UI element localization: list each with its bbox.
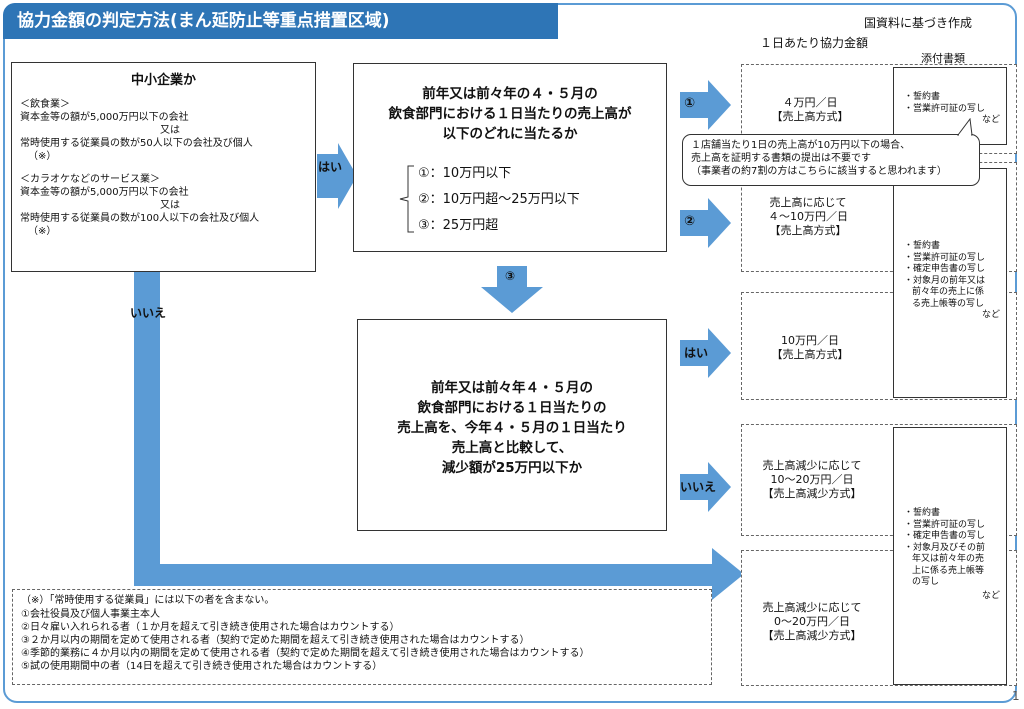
result-method: 【売上高減少方式】	[762, 487, 862, 500]
sme-line: 資本金等の額が5,000万円以下の会社	[20, 112, 189, 123]
q2-line: 売上高と比較して、	[451, 440, 573, 456]
sme-question-box: 中小企業か ＜飲食業＞ 資本金等の額が5,000万円以下の会社 又は 常時使用す…	[11, 62, 316, 272]
footnote-item: ⑤試の使用期間中の者（14日を超えて引き続き使用された場合はカウントする）	[21, 661, 383, 672]
result-method: 【売上高方式】	[771, 348, 849, 361]
q1-brace	[399, 165, 414, 233]
result-method: 【売上高方式】	[771, 110, 849, 123]
attachment-item: など	[981, 115, 1000, 125]
circle1-arrow	[680, 80, 731, 130]
sme-line: 資本金等の額が5,000万円以下の会社	[20, 187, 189, 198]
yes-arrow	[317, 143, 357, 209]
result-1: ４万円／日 【売上高方式】	[760, 96, 860, 124]
q2-line: 減少額が25万円以下か	[441, 460, 583, 476]
attachment-item: など	[981, 590, 1000, 601]
attachment-item: ・営業許可証の写し	[904, 103, 986, 114]
attachment-item: 年又は前々年の売	[912, 554, 985, 564]
attachment-item: 上に係る売上帳等	[912, 565, 985, 576]
result-amount: ４万円／日	[782, 96, 838, 109]
q1-option: ②：10万円超～25万円以下	[418, 192, 580, 207]
q1-line: 飲食部門における１日当たりの売上高が	[388, 106, 632, 122]
page-title: 協力金額の判定方法(まん延防止等重点措置区域)	[3, 3, 558, 39]
result-3: 10万円／日 【売上高方式】	[760, 334, 860, 362]
q2-line: 飲食部門における１日当たりの	[417, 400, 607, 416]
no-path-arrow	[134, 272, 744, 600]
sme-line: 常時使用する従業員の数が100人以下の会社及び個人	[20, 213, 260, 224]
attachment-item: ・対象月の前年又は	[904, 275, 986, 286]
footnote-item: ④季節的業務に４か月以内の期間を定めて使用される者（契約で定めた期間を超えて引き…	[21, 648, 590, 659]
callout-note: １店舗当たり1日の売上高が10万円以下の場合、 売上高を証明する書類の提出は不要…	[682, 134, 980, 186]
attachment-item: ・営業許可証の写し	[904, 519, 986, 530]
daily-amount-header: １日あたり協力金額	[760, 36, 869, 50]
sme-line: ＜カラオケなどのサービス業＞	[20, 174, 160, 185]
attachment-item: の写し	[912, 577, 940, 587]
callout-pointer	[957, 118, 973, 136]
callout-line: １店舗当たり1日の売上高が10万円以下の場合、	[691, 140, 911, 151]
attachments-box-3: ・誓約書 ・営業許可証の写し ・確定申告書の写し ・対象月及びその前 年又は前々…	[893, 427, 1007, 685]
result-2: 売上高に応じて ４～10万円／日 【売上高方式】	[748, 196, 868, 238]
q1-line: 以下のどれに当たるか	[442, 126, 578, 142]
attachment-item: 前々年の売上に係	[912, 287, 985, 297]
result-method: 【売上高減少方式】	[762, 629, 862, 642]
sme-line: （※）	[28, 151, 57, 162]
attachment-item: ・誓約書	[904, 92, 941, 102]
sme-line: ＜飲食業＞	[20, 99, 70, 110]
q1-option: ①：10万円以下	[418, 166, 512, 181]
q1-line: 前年又は前々年の４・５月の	[422, 86, 598, 102]
attachment-item: ・対象月及びその前	[904, 542, 986, 553]
no2-arrow	[680, 462, 731, 512]
callout-line: 売上高を証明する書類の提出は不要です	[691, 153, 871, 164]
q2-box: 前年又は前々年４・５月の 飲食部門における１日当たりの 売上高を、今年４・５月の…	[357, 319, 667, 531]
yes2-arrow	[680, 328, 731, 378]
attachments-header: 添付書類	[921, 52, 965, 65]
no2-label: いいえ	[680, 480, 717, 494]
circle3-label: ③	[505, 269, 516, 283]
attachment-item: ・誓約書	[904, 241, 941, 251]
footnote-heading: （※）「常時使用する従業員」には以下の者を含まない。	[21, 595, 275, 606]
circle1-label: ①	[684, 96, 696, 111]
footnote-item: ①会社役員及び個人事業主本人	[21, 609, 160, 620]
sme-heading: 中小企業か	[130, 73, 196, 88]
result-amount: 10～20万円／日	[770, 473, 854, 486]
result-amount: 0～20万円／日	[774, 615, 850, 628]
footnote-item: ③２か月以内の期間を定めて使用される者（契約で定めた期間を超えて引き続き使用され…	[21, 635, 530, 646]
attachments-box-2: ・誓約書 ・営業許可証の写し ・確定申告書の写し ・対象月の前年又は 前々年の売…	[893, 168, 1007, 398]
attachment-item: など	[981, 310, 1000, 320]
q1-box: 前年又は前々年の４・５月の 飲食部門における１日当たりの売上高が 以下のどれに当…	[353, 63, 667, 252]
q2-line: 前年又は前々年４・５月の	[431, 380, 593, 396]
circle2-arrow	[680, 198, 731, 248]
attachment-item: る売上帳等の写し	[912, 298, 985, 309]
sme-line: 又は	[160, 125, 180, 136]
sme-line: 常時使用する従業員の数が50人以下の会社及び個人	[20, 138, 253, 149]
result-amount: 10万円／日	[781, 334, 839, 347]
circle2-label: ②	[684, 214, 696, 229]
yes-label: はい	[318, 160, 343, 174]
attachment-item: ・誓約書	[904, 508, 941, 518]
callout-line: （事業者の約7割の方はこちらに該当すると思われます）	[691, 166, 947, 177]
sme-line: 又は	[160, 200, 180, 211]
no-label: いいえ	[130, 306, 167, 320]
result-method: 【売上高方式】	[769, 224, 847, 237]
attachment-item: ・営業許可証の写し	[904, 252, 986, 263]
result-condition: 売上高減少に応じて	[762, 459, 862, 472]
result-4: 売上高減少に応じて 10～20万円／日 【売上高減少方式】	[750, 459, 874, 501]
sme-line: （※）	[28, 226, 57, 237]
q1-option: ③：25万円超	[418, 218, 499, 233]
attachments-box-1: ・誓約書 ・営業許可証の写し など	[893, 67, 1007, 145]
page-number: 1	[1012, 689, 1020, 703]
result-5: 売上高減少に応じて 0～20万円／日 【売上高減少方式】	[750, 601, 874, 643]
result-condition: 売上高減少に応じて	[762, 601, 862, 614]
circle3-arrow	[481, 266, 543, 313]
source-note: 国資料に基づき作成	[864, 16, 973, 30]
attachment-item: ・確定申告書の写し	[904, 531, 986, 541]
yes2-label: はい	[684, 346, 709, 360]
footnote-box: （※）「常時使用する従業員」には以下の者を含まない。 ①会社役員及び個人事業主本…	[12, 589, 712, 685]
result-amount: ４～10万円／日	[768, 210, 848, 223]
attachment-item: ・確定申告書の写し	[904, 264, 986, 274]
footnote-item: ②日々雇い入れられる者（１か月を超えて引き続き使用された場合はカウントする）	[21, 622, 400, 633]
q2-line: 売上高を、今年４・５月の１日当たり	[397, 420, 627, 436]
result-condition: 売上高に応じて	[769, 196, 847, 209]
